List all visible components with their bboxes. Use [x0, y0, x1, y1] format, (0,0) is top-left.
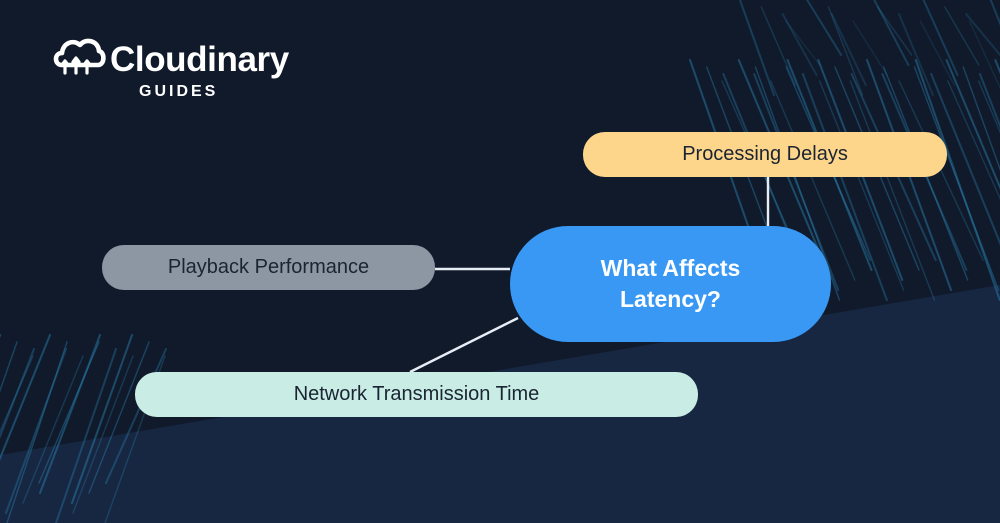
right-accent-stripe — [818, 80, 905, 291]
right-accent-stripe — [968, 20, 1000, 90]
node-label: Network Transmission Time — [293, 383, 540, 405]
right-accent-stripe — [965, 13, 1000, 56]
right-accent-stripe — [944, 6, 980, 66]
right-accent-stripe — [801, 73, 888, 301]
right-accent-stripe — [873, 0, 910, 66]
left-accent-stripe — [38, 341, 100, 484]
connector-network — [409, 316, 519, 374]
left-accent-stripe — [71, 334, 133, 504]
node-label: Playback Performance — [167, 256, 370, 278]
right-accent-stripe — [876, 6, 913, 56]
right-accent-stripe — [897, 13, 934, 96]
center-topic-label: What Affects Latency? — [600, 255, 741, 312]
left-accent-stripe — [5, 348, 67, 514]
right-accent-stripe — [827, 6, 864, 96]
left-accent-stripe — [0, 348, 35, 440]
right-accent-stripe — [739, 0, 775, 96]
right-accent-stripe — [849, 80, 936, 301]
left-accent-stripe — [6, 341, 68, 523]
left-accent-stripe — [72, 355, 134, 514]
left-accent-stripe — [105, 348, 167, 484]
node-label: Processing Delays — [682, 143, 848, 165]
right-accent-stripe — [977, 80, 1000, 134]
center-topic-node: What Affects Latency? — [510, 226, 831, 342]
right-accent-stripe — [806, 0, 843, 56]
brand-name: Cloudinary — [110, 40, 289, 79]
right-accent-stripe — [913, 66, 1000, 291]
right-accent-stripe — [781, 13, 818, 76]
node-playback-performance: Playback Performance — [102, 245, 435, 290]
right-accent-stripe — [830, 13, 867, 86]
right-accent-stripe — [753, 73, 840, 291]
brand-subtitle: GUIDES — [139, 83, 219, 100]
right-accent-stripe — [760, 6, 796, 86]
right-accent-stripe — [770, 80, 856, 281]
right-accent-stripe — [978, 73, 1000, 129]
right-accent-stripe — [914, 59, 1000, 301]
left-accent-stripe — [0, 334, 51, 461]
right-accent-stripe — [898, 80, 984, 261]
right-accent-stripe — [947, 80, 1000, 201]
left-accent-stripe — [22, 355, 84, 504]
node-network-transmission-time: Network Transmission Time — [135, 372, 698, 417]
cloud-logo-icon — [53, 38, 106, 75]
left-accent-stripe — [0, 341, 18, 393]
right-accent-stripe — [945, 59, 1000, 190]
node-processing-delays: Processing Delays — [583, 132, 947, 177]
left-accent-stripe — [55, 348, 117, 523]
left-accent-stripe — [88, 341, 150, 494]
right-accent-stripe — [922, 0, 959, 76]
right-accent-stripe — [962, 66, 1000, 172]
left-accent-stripe — [39, 334, 101, 494]
right-accent-stripe — [989, 0, 1000, 26]
right-accent-stripe — [852, 20, 888, 76]
left-accent-stripe — [0, 355, 34, 434]
right-accent-stripe — [930, 73, 1000, 246]
cloudinary-guides-logo: Cloudinary GUIDES — [52, 36, 292, 106]
right-accent-stripe — [785, 20, 821, 66]
right-accent-stripe — [919, 20, 955, 86]
